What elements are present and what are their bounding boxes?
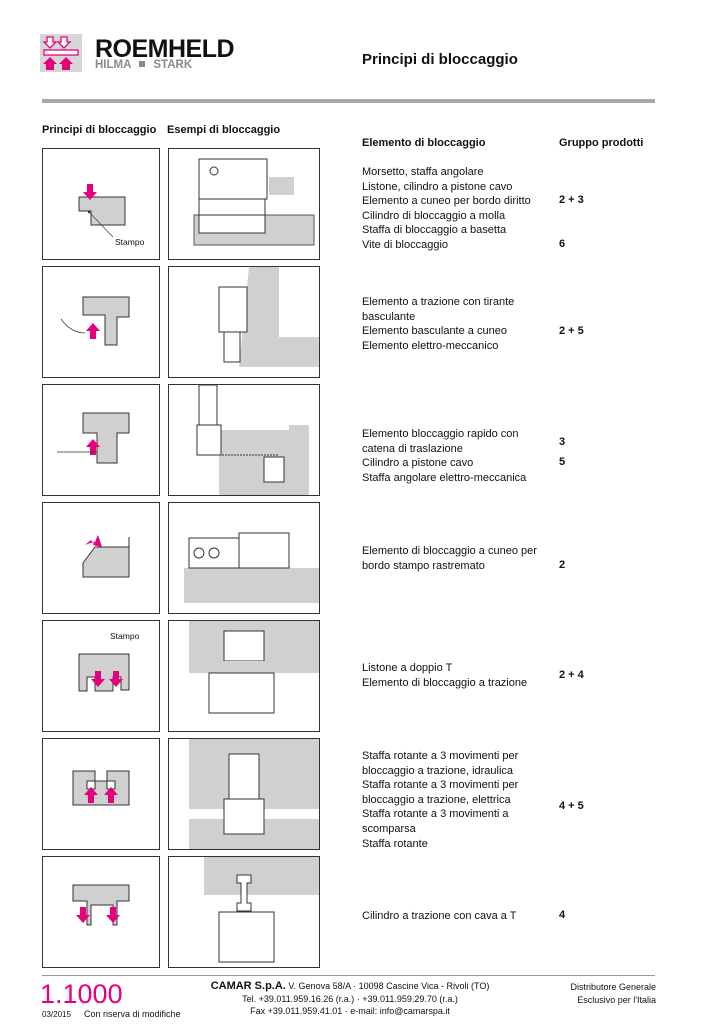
roemheld-logo — [40, 34, 82, 77]
product-group: 2 + 5 — [559, 325, 584, 337]
example-drawing-1 — [168, 148, 320, 260]
element-line: basculante — [362, 310, 416, 323]
principle-diagram-3 — [42, 384, 160, 496]
footer-divider — [42, 975, 655, 976]
col-examples: Esempi di bloccaggio — [167, 124, 281, 136]
row-2-elements: Elemento a trazione con tirante basculant… — [362, 295, 514, 353]
company-name: CAMAR S.p.A. — [210, 980, 286, 992]
element-line: catena di traslazione — [362, 442, 463, 455]
sub-brand-stark: STARK — [153, 59, 193, 71]
col-principles: Principi di bloccaggio — [42, 124, 157, 136]
stampo-label: Stampo — [110, 631, 140, 641]
sub-brand-hilma: HILMA — [95, 59, 131, 71]
element-line: Cilindro a trazione con cava a T — [362, 910, 517, 922]
row-7-elements: Cilindro a trazione con cava a T — [362, 909, 517, 924]
product-group: 2 — [559, 559, 566, 571]
page-title: Principi di bloccaggio — [362, 51, 518, 68]
element-line: bordo stampo rastremato — [362, 559, 485, 572]
element-line: Elemento elettro-meccanico — [362, 339, 499, 352]
example-drawing-6 — [168, 738, 320, 850]
col-element: Elemento di bloccaggio — [362, 137, 486, 149]
product-group: 4 + 5 — [559, 800, 584, 812]
row-5-elements: Listone a doppio T Elemento di bloccaggio… — [362, 661, 527, 690]
principle-diagram-2 — [42, 266, 160, 378]
distributor-info: Distributore Generale Esclusivo per l'It… — [570, 981, 656, 1006]
stampo-label: Stampo — [115, 237, 145, 247]
principle-diagram-6 — [42, 738, 160, 850]
element-line: Vite di bloccaggio — [362, 238, 449, 251]
element-line: Listone a doppio T — [362, 662, 453, 674]
company-fax-email: Fax +39.011.959.41.01 · e-mail: info@cam… — [250, 1006, 450, 1016]
example-drawing-4 — [168, 502, 320, 614]
element-line: Cilindro a pistone cavo — [362, 457, 474, 470]
date: 03/2015 — [42, 1010, 71, 1019]
element-line: Elemento a cuneo per bordo diritto — [362, 195, 531, 208]
product-group: 5 — [559, 456, 566, 468]
element-line: Elemento bloccaggio rapido con — [362, 428, 519, 440]
row-4-elements: Elemento di bloccaggio a cuneo per bordo … — [362, 544, 537, 573]
element-line: Morsetto, staffa angolare — [362, 166, 484, 178]
company-address: V. Genova 58/A · 10098 Cascine Vica - Ri… — [288, 981, 490, 991]
distributor-line: Distributore Generale — [570, 982, 656, 992]
disclaimer: Con riserva di modifiche — [84, 1009, 181, 1019]
principle-diagram-1: Stampo — [42, 148, 160, 260]
element-line: Staffa rotante — [362, 837, 428, 850]
element-line: Listone, cilindro a pistone cavo — [362, 180, 513, 193]
company-phone: Tel. +39.011.959.16.26 (r.a.) · +39.011.… — [242, 993, 458, 1004]
row-3-elements: Elemento bloccaggio rapido con catena di … — [362, 427, 526, 485]
product-group: 6 — [559, 238, 566, 250]
element-line: bloccaggio a trazione, elettrica — [362, 793, 511, 806]
header-divider — [42, 99, 655, 103]
element-line: Elemento di bloccaggio a cuneo per — [362, 545, 537, 557]
element-line: Cilindro di bloccaggio a molla — [362, 209, 506, 222]
principle-diagram-7 — [42, 856, 160, 968]
example-drawing-5 — [168, 620, 320, 732]
brand-name: ROEMHELD — [95, 35, 235, 63]
logo-mark-icon — [40, 34, 82, 72]
element-line: scomparsa — [362, 822, 416, 835]
product-group: 3 — [559, 436, 566, 448]
element-line: Staffa di bloccaggio a basetta — [362, 224, 507, 237]
element-line: Elemento a trazione con tirante — [362, 296, 515, 308]
square-separator-icon — [139, 61, 146, 67]
example-drawing-3 — [168, 384, 320, 496]
product-group: 2 + 4 — [559, 669, 584, 681]
element-line: Elemento di bloccaggio a trazione — [362, 676, 528, 689]
element-line: Staffa rotante a 3 movimenti per — [362, 779, 519, 792]
sub-brands: HILMA STARK — [95, 59, 192, 71]
element-line: Staffa rotante a 3 movimenti a — [362, 808, 509, 821]
example-drawing-7 — [168, 856, 320, 968]
product-group: 4 — [559, 909, 566, 921]
example-drawing-2 — [168, 266, 320, 378]
element-line: Elemento basculante a cuneo — [362, 325, 507, 338]
element-line: Staffa rotante a 3 movimenti per — [362, 750, 519, 762]
principle-diagram-4 — [42, 502, 160, 614]
col-group: Gruppo prodotti — [559, 137, 644, 149]
company-info: CAMAR S.p.A. V. Genova 58/A · 10098 Casc… — [205, 980, 495, 1018]
product-group: 2 + 3 — [559, 194, 584, 206]
distributor-line: Esclusivo per l'Italia — [577, 994, 656, 1005]
element-line: Staffa angolare elettro-meccanica — [362, 471, 527, 484]
principle-diagram-5: Stampo — [42, 620, 160, 732]
element-line: bloccaggio a trazione, idraulica — [362, 764, 514, 777]
page-number: 1.1000 — [40, 979, 123, 1009]
